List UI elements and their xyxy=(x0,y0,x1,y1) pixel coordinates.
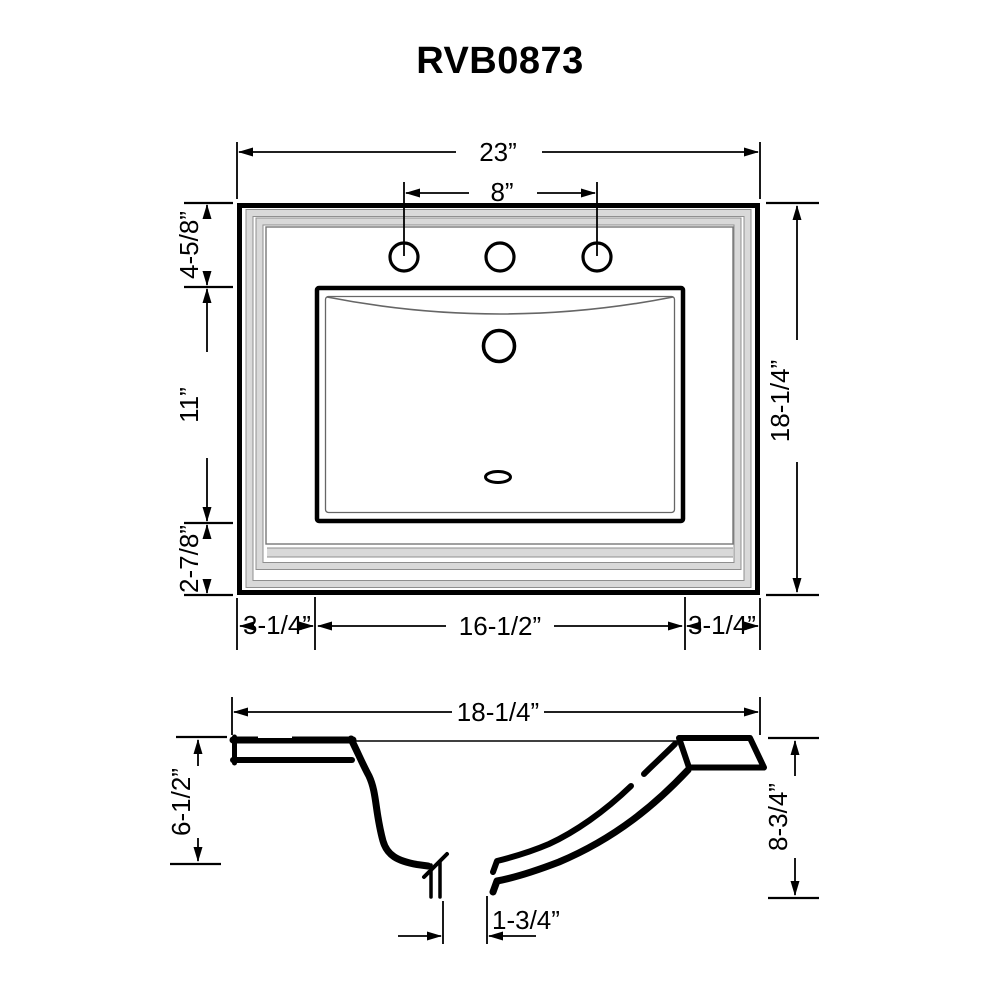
dimension-label: 8” xyxy=(490,177,513,207)
side-view: 18-1/4” xyxy=(166,697,819,944)
molding-band-inner-inner-edge xyxy=(262,224,735,563)
rim-section-back xyxy=(676,735,767,771)
basin xyxy=(314,285,686,524)
molding-band-inner xyxy=(256,218,741,570)
dimension-label: 16-1/2” xyxy=(459,611,541,641)
faucet-hole-center xyxy=(484,241,516,273)
molding-band-outer xyxy=(246,209,751,588)
dim-back-height: 8-3/4” xyxy=(763,736,819,900)
dimension-label: 18-1/4” xyxy=(765,360,795,442)
molding-band-outer-inner-edge xyxy=(252,216,745,581)
rim-section-front xyxy=(229,734,357,766)
dim-right-margin: 3-1/4” xyxy=(686,610,759,640)
dimension-label: 1-3/4” xyxy=(492,905,560,935)
basin-wall-inner-curve-lower xyxy=(490,783,634,875)
dimension-label: 8-3/4” xyxy=(763,783,793,851)
dim-back-deck-depth: 4-5/8” xyxy=(174,204,212,286)
drain-hole xyxy=(484,470,512,484)
molding-band-outer-edge xyxy=(245,209,752,588)
break-mark xyxy=(422,852,449,879)
overflow-hole xyxy=(481,328,517,364)
dimension-label: 3-1/4” xyxy=(688,610,756,640)
dimension-label: 6-1/2” xyxy=(166,768,196,836)
dim-overall-depth: 18-1/4” xyxy=(765,201,819,597)
basin-wall-outer-curve xyxy=(489,766,692,896)
dimension-label: 2-7/8” xyxy=(174,525,204,593)
dim-drain-offset: 1-3/4” xyxy=(398,896,560,944)
dimension-label: 11” xyxy=(174,387,204,423)
dim-front-height: 6-1/2” xyxy=(166,735,227,866)
basin-back-curve xyxy=(326,296,674,315)
dim-bottom-stack: 3-1/4” 16-1/2” 3-1/4” xyxy=(236,597,761,650)
dim-left-stack: 4-5/8” 11” 2-7/8” xyxy=(174,201,233,597)
basin-rim xyxy=(314,285,686,524)
dim-front-apron-depth: 2-7/8” xyxy=(174,524,212,594)
page-title: RVB0873 xyxy=(416,40,584,82)
dim-basin-width: 16-1/2” xyxy=(317,611,683,641)
basin-wall-front xyxy=(347,735,432,870)
dim-basin-depth: 11” xyxy=(174,288,212,522)
dim-faucet-spread: 8” xyxy=(403,177,598,256)
dimension-label: 3-1/4” xyxy=(243,610,311,640)
faucet-holes xyxy=(388,241,613,273)
basin-inner-edge xyxy=(324,295,676,514)
dimension-label: 4-5/8” xyxy=(174,211,204,279)
dim-side-overall-depth: 18-1/4” xyxy=(231,697,761,735)
dimension-label: 18-1/4” xyxy=(457,697,539,727)
dim-overall-width: 23” xyxy=(236,137,761,199)
molding-band-inner-edge xyxy=(255,217,742,570)
dimension-label: 23” xyxy=(479,137,517,167)
drain-stub xyxy=(429,860,442,899)
dim-left-margin: 3-1/4” xyxy=(239,610,314,640)
top-view: 23” 8” 4-5/8” xyxy=(174,137,819,650)
basin-wall-inner-curve-upper xyxy=(641,741,678,777)
